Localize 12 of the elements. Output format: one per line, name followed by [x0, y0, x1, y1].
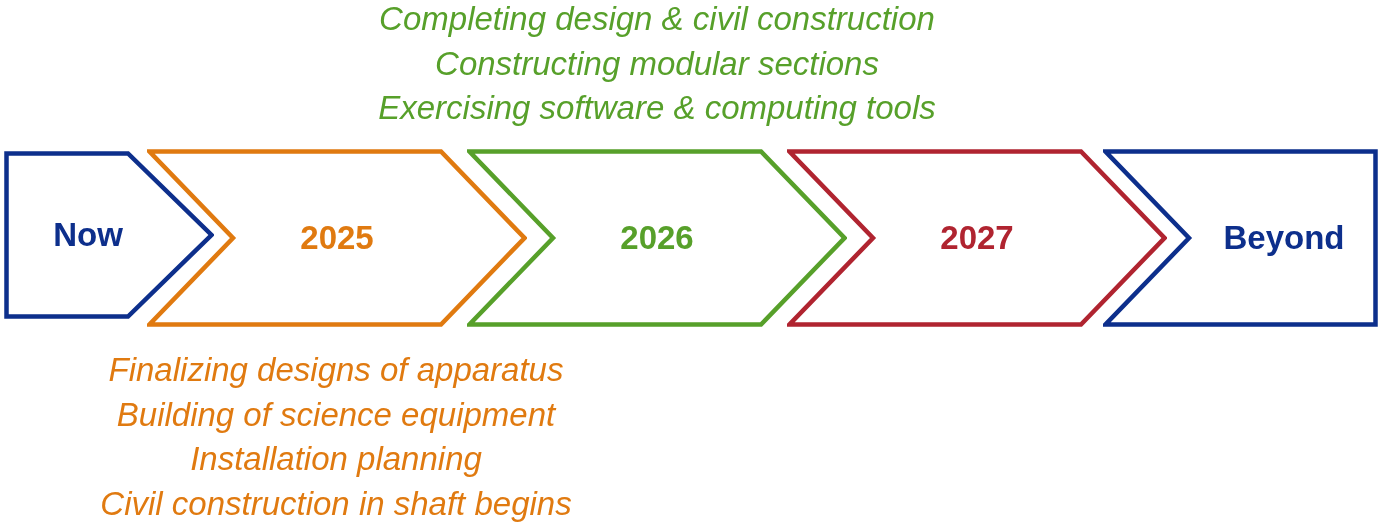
phase-label: Now [53, 216, 123, 254]
milestone-note: Completing design & civil construction [379, 0, 935, 38]
milestone-note: Constructing modular sections [435, 44, 879, 83]
milestone-note: Installation planning [190, 440, 482, 478]
milestone-note: Civil construction in shaft begins [100, 484, 572, 523]
milestone-note: Building of science equipment [116, 395, 556, 434]
phase-label: 2026 [620, 219, 694, 257]
phase-label: 2027 [940, 219, 1014, 257]
milestone-note: Finalizing designs of apparatus [108, 351, 564, 389]
phase-label: Beyond [1223, 219, 1345, 257]
phase-label: 2025 [300, 219, 374, 257]
milestone-note: Exercising software & computing tools [378, 89, 936, 127]
